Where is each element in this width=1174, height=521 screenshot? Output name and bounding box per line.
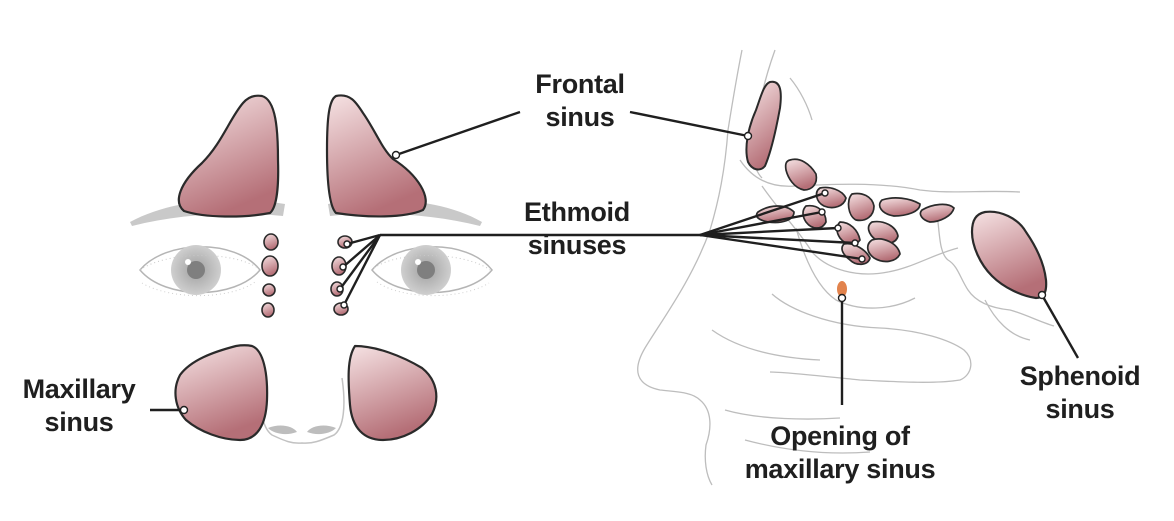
ethmoid-sinuses-label: Ethmoid sinuses xyxy=(502,196,652,262)
side-leader-lines xyxy=(629,110,1080,405)
frontal-sinus-label: Frontal sinus xyxy=(510,68,650,134)
maxillary-label-line1: Maxillary xyxy=(22,374,136,404)
sphenoid-label-line1: Sphenoid xyxy=(1019,361,1141,391)
frontal-sinus-left xyxy=(177,94,280,218)
side-leader-dots xyxy=(743,131,1047,303)
maxillary-sinus-label: Maxillary sinus xyxy=(4,373,154,439)
front-leader-dots xyxy=(179,150,401,415)
maxillary-opening-label: Opening of maxillary sinus xyxy=(715,420,965,486)
frontal-sinus-right xyxy=(325,94,427,218)
maxillary-label-line2: sinus xyxy=(44,407,114,437)
maxillary-sinus-right xyxy=(347,344,438,442)
ethmoid-cells-left xyxy=(261,233,279,318)
maxillary-opening-spot xyxy=(837,281,847,297)
ethmoid-cells-side xyxy=(755,158,955,266)
maxillary-sinus-left xyxy=(174,344,269,442)
left-eye xyxy=(139,245,261,297)
sphenoid-label-line2: sinus xyxy=(1045,394,1115,424)
front-leader-lines xyxy=(150,110,700,412)
opening-label-line1: Opening of xyxy=(770,421,910,451)
ethmoid-label-line1: Ethmoid xyxy=(524,197,630,227)
right-eye xyxy=(371,245,493,297)
left-nostril xyxy=(268,425,297,435)
ethmoid-label-line2: sinuses xyxy=(527,230,627,260)
opening-label-line2: maxillary sinus xyxy=(744,454,936,484)
side-view xyxy=(629,49,1080,486)
right-nostril xyxy=(307,425,336,435)
frontal-sinus-side xyxy=(745,80,782,171)
front-view xyxy=(130,94,700,444)
sphenoid-sinus xyxy=(970,210,1048,300)
sphenoid-sinus-label: Sphenoid sinus xyxy=(1000,360,1160,426)
frontal-label-line2: sinus xyxy=(545,102,615,132)
nose-outline xyxy=(259,377,345,444)
frontal-label-line1: Frontal xyxy=(535,69,625,99)
